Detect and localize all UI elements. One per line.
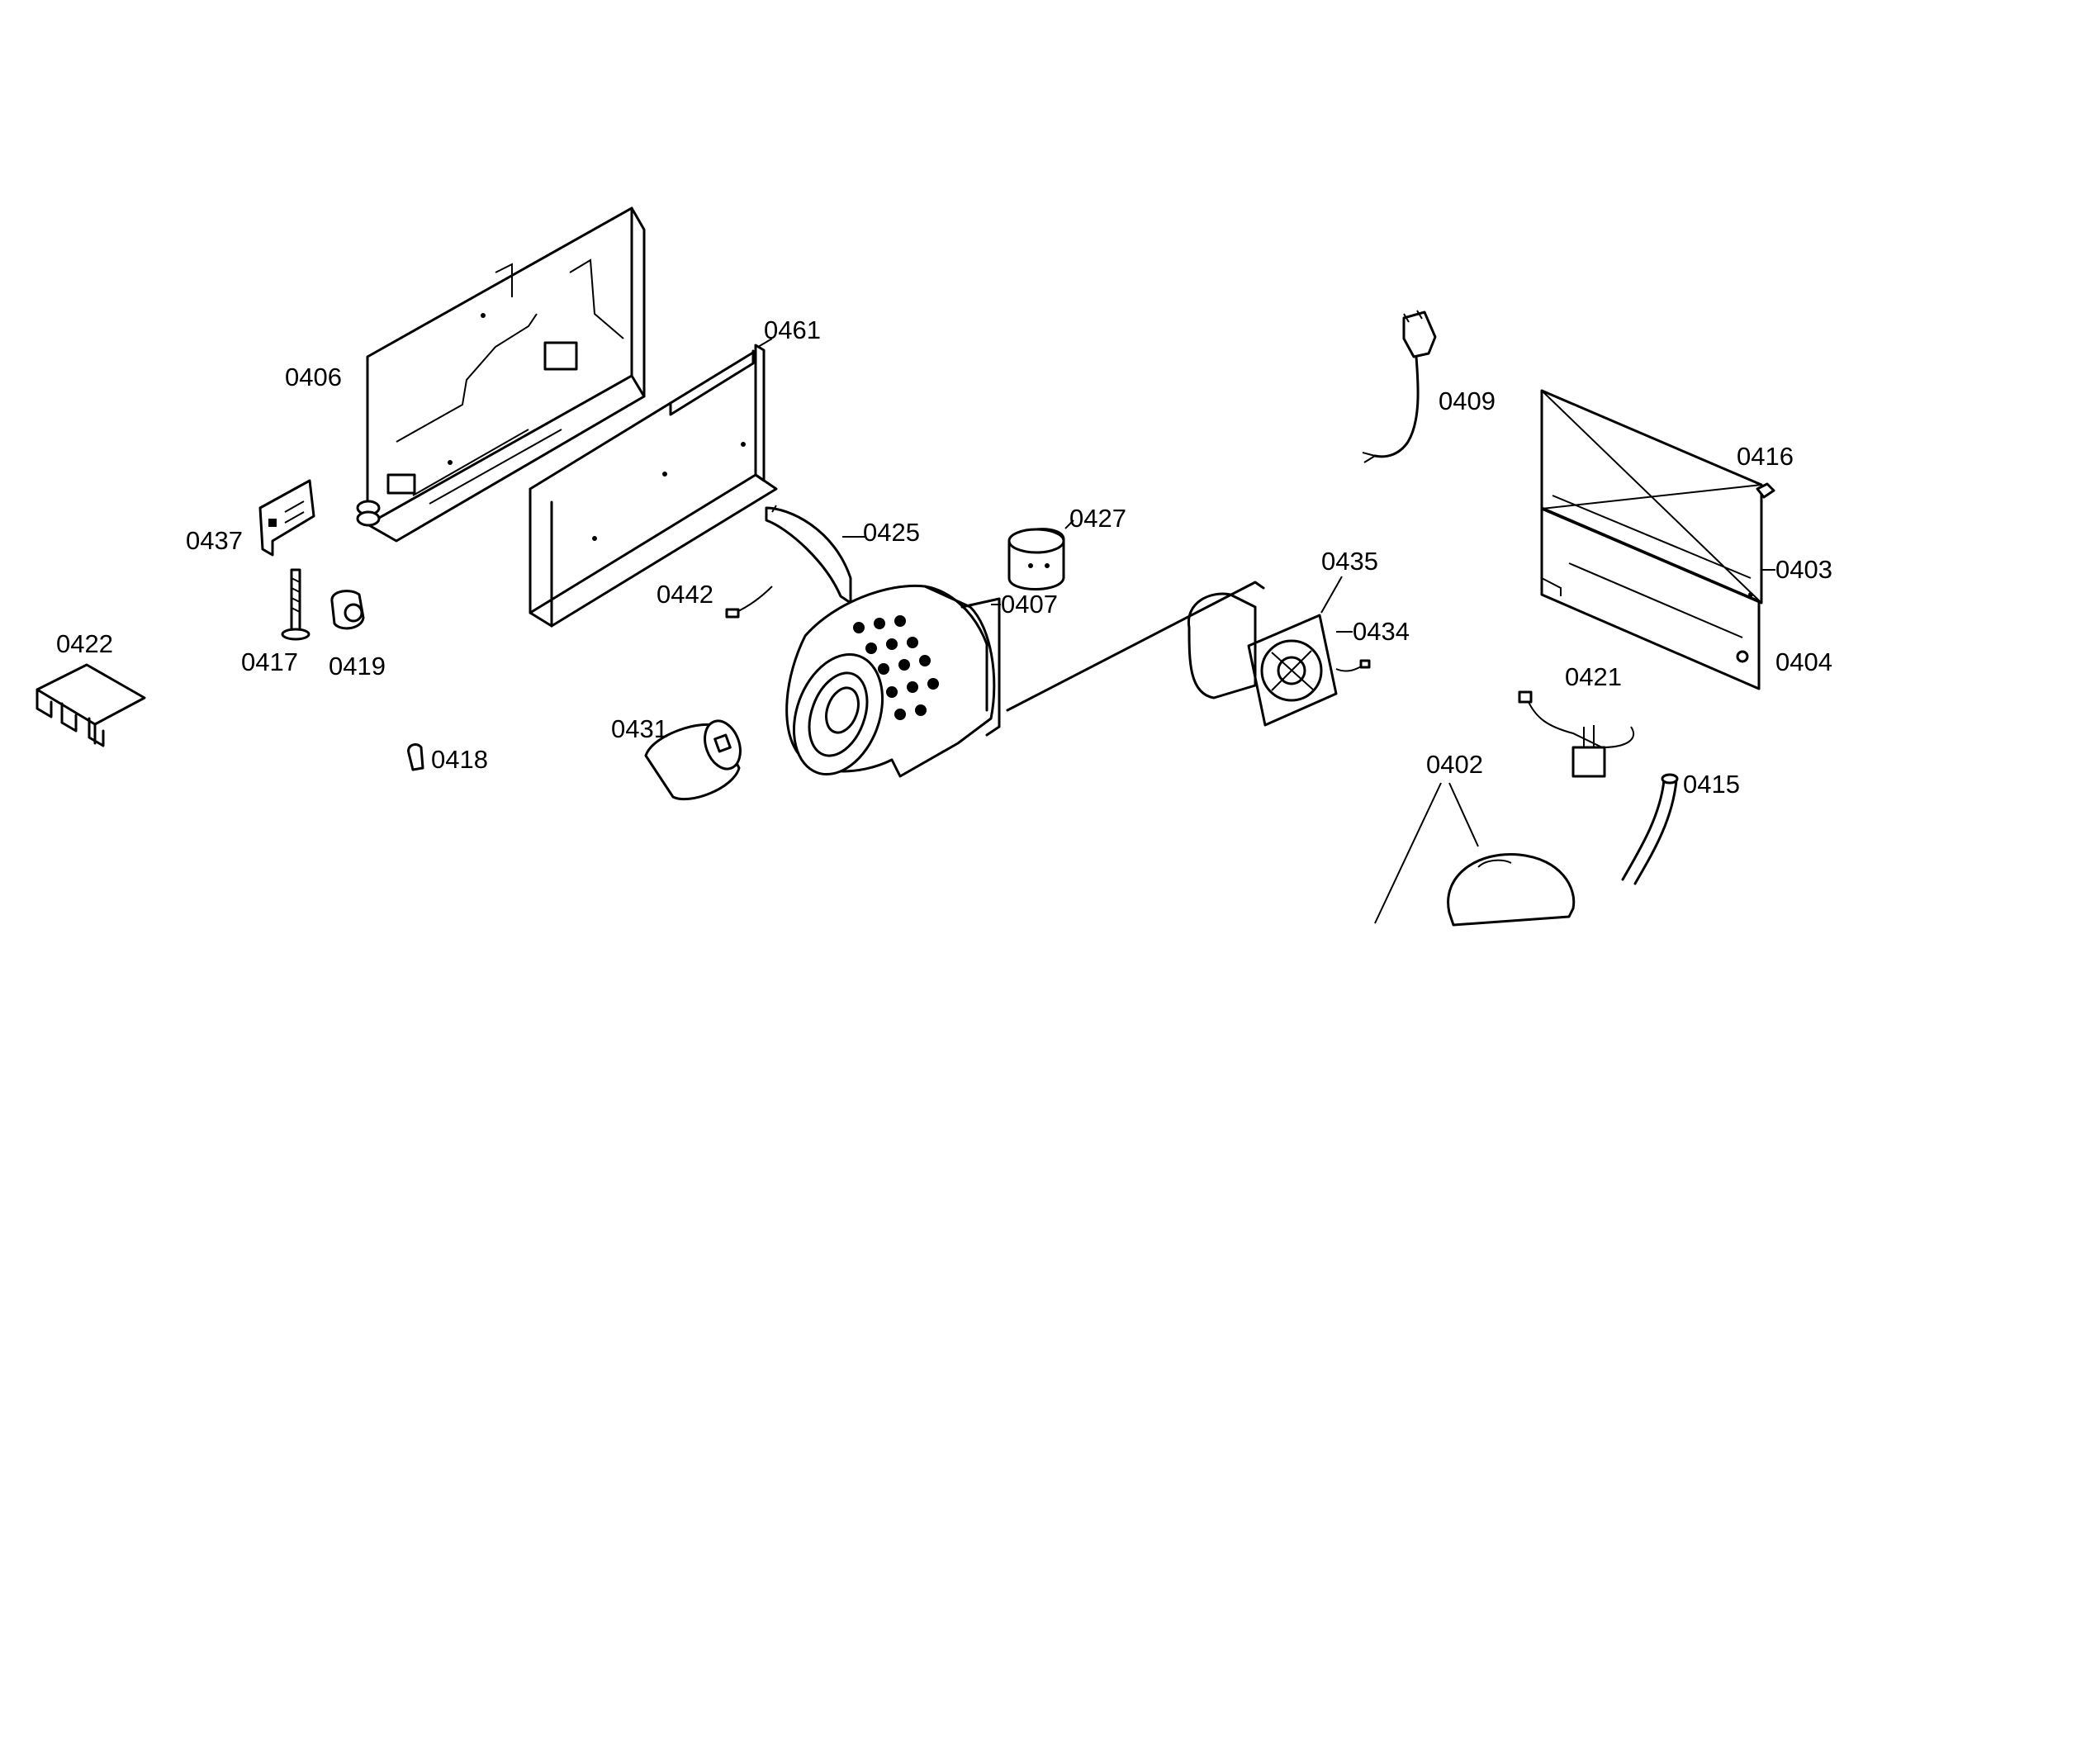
part-0406-frame [356, 206, 646, 543]
label-0418: 0418 [431, 745, 488, 774]
part-0404-panel [1540, 506, 1761, 690]
part-0437-bracket [258, 479, 315, 557]
leader-0402-b [1448, 782, 1479, 847]
part-0427-capacitor [1007, 528, 1065, 590]
label-0427: 0427 [1069, 504, 1126, 533]
part-0442-sensor [725, 586, 773, 619]
leader-0461 [757, 338, 773, 348]
label-0416: 0416 [1737, 442, 1794, 471]
label-0403: 0403 [1775, 555, 1832, 584]
part-0415-tube [1621, 773, 1679, 885]
part-0402-compressor-top [1447, 852, 1576, 927]
label-0461: 0461 [764, 315, 821, 344]
label-0407: 0407 [1001, 590, 1058, 619]
part-0417-screw [281, 568, 310, 641]
part-0431-filter [644, 719, 742, 801]
label-0425: 0425 [863, 518, 920, 547]
leader-0427 [1064, 519, 1074, 529]
label-0442: 0442 [657, 580, 713, 609]
leader-0402-a [1374, 782, 1442, 924]
label-0417-top: 0417 [241, 647, 298, 676]
label-0434: 0434 [1353, 617, 1410, 646]
leader-0435 [1320, 576, 1343, 614]
label-0435: 0435 [1321, 547, 1378, 576]
label-0431: 0431 [611, 714, 668, 743]
label-0437: 0437 [186, 526, 243, 555]
label-0421-right: 0421 [1565, 662, 1622, 691]
part-0425-curved-bracket [765, 505, 852, 605]
label-0419-top: 0419 [329, 652, 386, 680]
part-0419-caster [330, 590, 365, 630]
part-0416-cap [1756, 482, 1775, 499]
label-0406: 0406 [285, 363, 342, 391]
label-0415: 0415 [1683, 770, 1740, 799]
part-0403-panel [1540, 389, 1763, 605]
part-0434-fan [1247, 614, 1371, 727]
label-0409: 0409 [1439, 386, 1496, 415]
part-0407-fan-housing [785, 584, 1001, 778]
label-0402: 0402 [1426, 750, 1483, 779]
part-0421-relay [1518, 690, 1635, 778]
part-0422-clip [36, 663, 146, 747]
part-0418-clip [407, 743, 424, 771]
label-0422: 0422 [56, 629, 113, 658]
part-0461-panel [529, 344, 778, 628]
part-0409-power-cord [1362, 310, 1437, 463]
label-0404: 0404 [1775, 647, 1832, 676]
part-0432-panel-top [1006, 581, 1265, 712]
